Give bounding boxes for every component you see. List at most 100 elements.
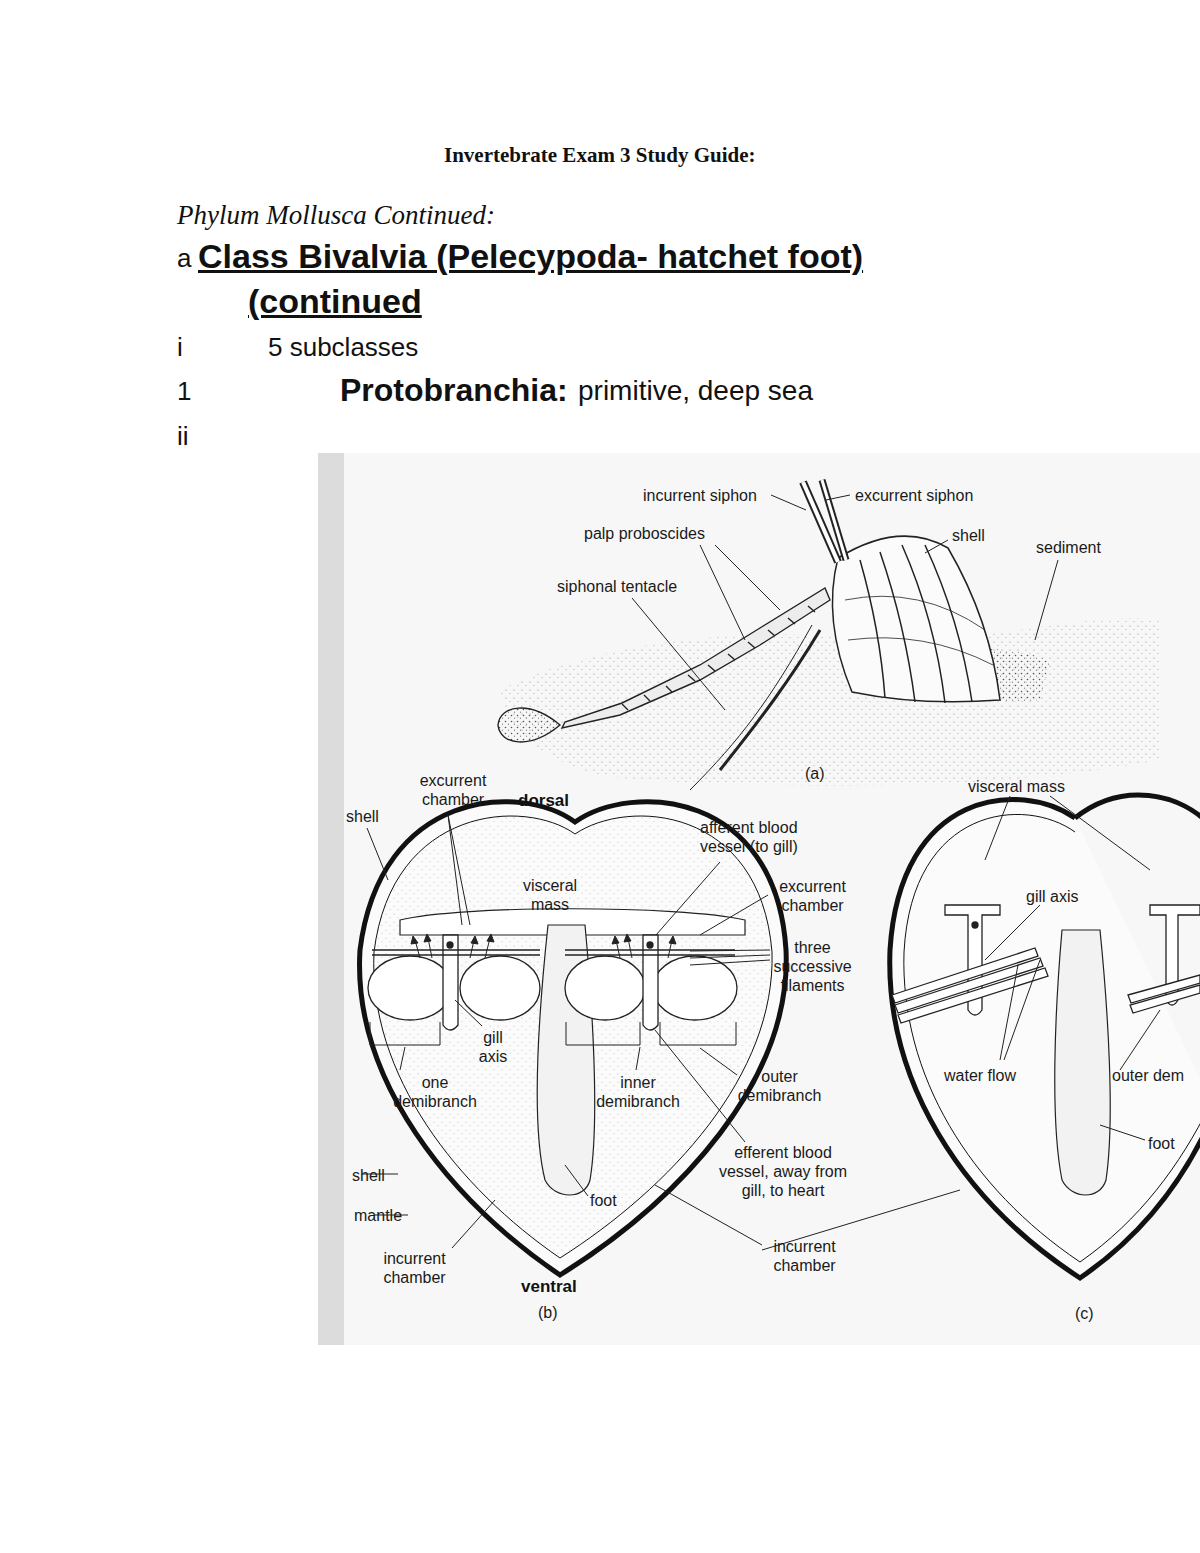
gills-b-part — [653, 956, 737, 1020]
gills-b — [368, 935, 737, 1030]
leader-lines-b — [362, 815, 960, 1250]
gills-b-part — [447, 942, 453, 948]
gills-b-part — [460, 956, 540, 1020]
leader-lines-c-part — [1004, 960, 1040, 1060]
leader-lines-b-part — [690, 955, 770, 958]
foot-c-part — [1055, 930, 1110, 1195]
part-label: incurrent chamber — [762, 1237, 847, 1275]
leader-lines-b-part — [452, 1200, 495, 1248]
flow-arrows-b-part — [487, 934, 494, 942]
part-label: one demibranch — [385, 1073, 485, 1111]
gills-b-part — [443, 935, 458, 1030]
shell-outline-b-part — [374, 816, 772, 1258]
part-label: foot — [1148, 1134, 1175, 1153]
part-label: efferent blood vessel, away from gill, t… — [708, 1143, 858, 1200]
siphons-part — [822, 480, 846, 560]
leader-lines-a-part — [632, 598, 725, 710]
gills-b-part — [372, 949, 540, 950]
part-label: siphonal tentacle — [557, 577, 677, 596]
outline-marker: ii — [177, 420, 189, 452]
palp-proboscides — [498, 588, 830, 790]
gills-b-part — [565, 956, 645, 1020]
part-label: visceral mass — [515, 876, 585, 914]
part-label: gill axis — [472, 1028, 514, 1066]
shell-outline-b-part — [360, 802, 787, 1275]
leader-lines-a-part — [771, 495, 806, 510]
flow-arrows-b-part — [612, 936, 619, 944]
section-heading: Phylum Mollusca Continued: — [177, 198, 495, 232]
palp-proboscides-part — [498, 708, 560, 742]
part-label: foot — [590, 1191, 617, 1210]
leader-lines-b-part — [655, 1030, 745, 1142]
subclass-note: primitive, deep sea — [578, 374, 813, 408]
leader-lines-b-part — [700, 895, 768, 935]
gills-c-part — [972, 922, 978, 928]
part-label: water flow — [944, 1066, 1016, 1085]
outline-marker: 1 — [177, 375, 191, 407]
part-label: excurrent chamber — [770, 877, 855, 915]
flow-arrows-b — [411, 934, 676, 958]
leader-lines-c-part — [1120, 1010, 1160, 1070]
gills-c-part — [895, 958, 1043, 1013]
visceral-mass-b — [400, 909, 745, 1195]
siphons — [803, 480, 846, 562]
part-label: incurrent siphon — [643, 486, 757, 505]
class-heading: Class Bivalvia (Pelecypoda- hatchet foot… — [198, 234, 1038, 324]
leader-lines-b-part — [700, 1048, 737, 1075]
leader-lines-a-part — [715, 545, 780, 610]
leader-lines-b-part — [448, 815, 462, 925]
part-label: incurrent chamber — [372, 1249, 457, 1287]
part-label: afferent blood vessel (to gill) — [700, 818, 825, 856]
gills-c-part — [898, 968, 1048, 1023]
gills-b-part — [368, 956, 452, 1020]
part-label: visceral mass — [968, 777, 1065, 796]
brackets-b-part — [566, 1022, 640, 1045]
sediment — [500, 618, 1160, 786]
gills-b-part — [565, 954, 735, 955]
leader-lines-b-part — [690, 960, 770, 965]
leader-lines-a-part — [826, 495, 850, 500]
part-label: shell — [952, 526, 985, 545]
figure-letter: (b) — [538, 1303, 558, 1322]
brackets-b-part — [370, 1022, 440, 1045]
shell-a-part — [845, 596, 985, 630]
flow-arrows-b-part — [669, 936, 676, 944]
gills-c — [892, 905, 1200, 1023]
gills-c-part — [1128, 975, 1200, 1003]
orientation-label: dorsal — [518, 791, 569, 810]
palp-proboscides-part — [690, 625, 812, 790]
palp-proboscides-part — [562, 588, 830, 728]
shell-a-part — [880, 552, 915, 702]
brackets-b-part — [660, 1022, 736, 1045]
leader-lines-b-part — [636, 1047, 640, 1070]
part-label: inner demibranch — [588, 1073, 688, 1111]
part-label: outer dem — [1112, 1066, 1184, 1085]
leader-lines-c-part — [985, 905, 1040, 960]
subclass-name: Protobranchia: — [340, 370, 568, 410]
shell-outline-c-part — [1075, 795, 1200, 830]
gills-b-part — [647, 942, 653, 948]
shell-outline-b — [360, 802, 787, 1275]
flow-arrows-b-part — [624, 934, 631, 942]
orientation-label: ventral — [521, 1277, 577, 1296]
leader-lines-c-part — [1050, 796, 1150, 870]
part-label: gill axis — [1026, 887, 1106, 906]
part-label: palp proboscides — [584, 524, 705, 543]
palp-proboscides-part — [720, 630, 820, 770]
leader-lines-c-part — [985, 796, 1010, 860]
shell-a-part — [860, 560, 885, 698]
part-label: shell — [346, 807, 379, 826]
leader-lines-b-part — [448, 815, 470, 925]
shell-outline-c-part — [904, 814, 1200, 1262]
outline-item: 5 subclasses — [268, 331, 418, 363]
gills-b-part — [372, 954, 540, 955]
shell-a-part — [925, 545, 972, 702]
leader-lines-a-part — [925, 540, 948, 553]
leader-lines-b-part — [656, 862, 720, 935]
shell-a-part — [832, 536, 1000, 702]
part-label: outer demibranch — [737, 1067, 822, 1105]
foot-c — [1055, 930, 1110, 1195]
leader-lines-b-part — [690, 950, 770, 951]
